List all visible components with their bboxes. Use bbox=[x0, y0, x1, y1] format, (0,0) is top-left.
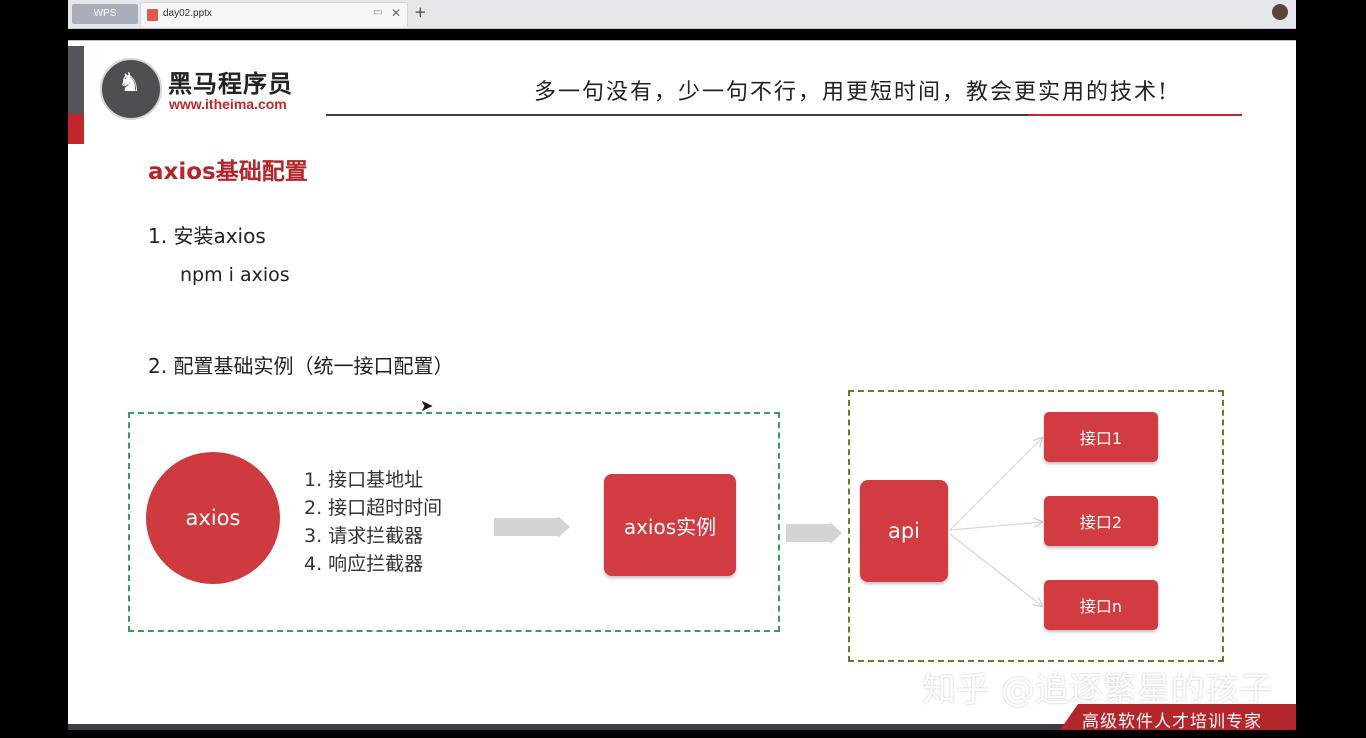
axios-node: axios bbox=[146, 452, 280, 584]
arrow-to-instance-head bbox=[558, 516, 570, 538]
brand-url: www.itheima.com bbox=[169, 96, 287, 112]
step-configure: 2. 配置基础实例（统一接口配置） bbox=[148, 354, 454, 378]
presentation-file-icon bbox=[147, 9, 158, 21]
arrow-to-instance bbox=[494, 518, 558, 536]
document-tab[interactable]: day02.pptx ▭ ✕ bbox=[140, 2, 408, 27]
left-accent-bar bbox=[68, 46, 84, 114]
endpoint-2: 接口2 bbox=[1044, 496, 1158, 546]
api-node: api bbox=[860, 480, 948, 582]
slide-top-border bbox=[68, 40, 1296, 41]
endpoint-n: 接口n bbox=[1044, 580, 1158, 630]
axios-config-group bbox=[128, 412, 780, 632]
brand-logo bbox=[100, 58, 162, 120]
arrow-to-api-head bbox=[830, 522, 842, 544]
slide-title: axios基础配置 bbox=[148, 159, 308, 185]
footer-text: 高级软件人才培训专家 bbox=[1082, 712, 1262, 730]
brand-name: 黑马程序员 bbox=[168, 70, 293, 98]
header-divider-accent bbox=[1028, 114, 1242, 116]
config-item: 1. 接口基地址 bbox=[304, 469, 424, 491]
new-tab-button[interactable]: + bbox=[414, 3, 427, 21]
header-divider bbox=[326, 114, 1242, 116]
install-command: npm i axios bbox=[180, 264, 290, 286]
config-item: 3. 请求拦截器 bbox=[304, 525, 424, 547]
footer-tag bbox=[1060, 704, 1296, 730]
endpoint-1: 接口1 bbox=[1044, 412, 1158, 462]
config-item: 4. 响应拦截器 bbox=[304, 553, 424, 575]
config-item: 2. 接口超时时间 bbox=[304, 497, 443, 519]
mouse-cursor-icon: ➤ bbox=[420, 396, 434, 415]
axios-instance-node: axios实例 bbox=[604, 474, 736, 576]
config-list: 1. 接口基地址 2. 接口超时时间 3. 请求拦截器 4. 响应拦截器 bbox=[304, 466, 442, 578]
document-tab-label: day02.pptx bbox=[163, 8, 212, 19]
horse-logo-icon: ♞ bbox=[118, 68, 142, 98]
footer-bar bbox=[68, 724, 1296, 730]
user-avatar[interactable] bbox=[1272, 4, 1288, 20]
wps-home-tab[interactable]: WPS bbox=[72, 4, 138, 24]
watermark: 知乎 @追逐繁星的孩子 bbox=[922, 670, 1273, 710]
presentation-slide: ♞ 黑马程序员 www.itheima.com 多一句没有，少一句不行，用更短时… bbox=[68, 40, 1296, 730]
close-tab-icon[interactable]: ✕ bbox=[391, 6, 402, 20]
step-install: 1. 安装axios bbox=[148, 224, 266, 248]
slogan: 多一句没有，少一句不行，用更短时间，教会更实用的技术! bbox=[534, 80, 1169, 105]
browser-tab-bar: WPS day02.pptx ▭ ✕ + bbox=[68, 0, 1296, 29]
api-group bbox=[848, 390, 1224, 662]
arrow-to-api bbox=[786, 524, 830, 542]
pin-icon[interactable]: ▭ bbox=[373, 7, 383, 18]
left-accent-bar-red bbox=[68, 114, 84, 144]
